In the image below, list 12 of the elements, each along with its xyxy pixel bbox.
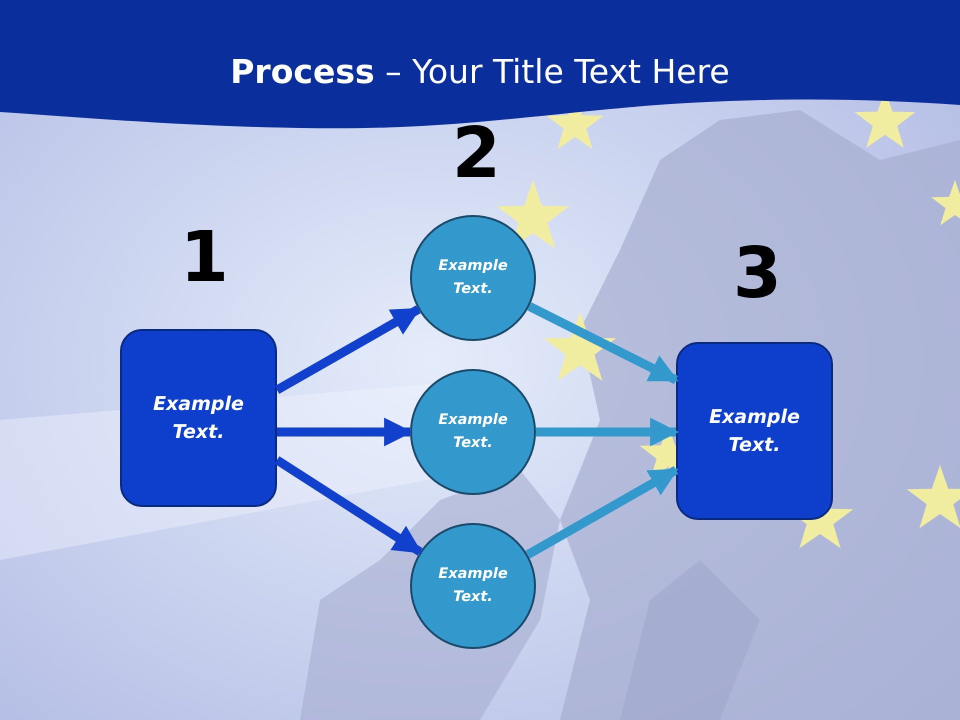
arrow [274, 456, 422, 556]
arrow [525, 466, 678, 559]
arrow [527, 302, 679, 384]
step-number: 1 [180, 222, 229, 292]
arrow [536, 418, 679, 446]
title: Process – Your Title Text Here [229, 52, 731, 91]
arrow [274, 305, 421, 394]
process-box: Example Text. [676, 342, 833, 520]
arrow [277, 418, 413, 446]
step-number: 3 [733, 238, 782, 308]
process-box: Example Text. [120, 329, 277, 507]
step-number: 2 [452, 118, 501, 188]
